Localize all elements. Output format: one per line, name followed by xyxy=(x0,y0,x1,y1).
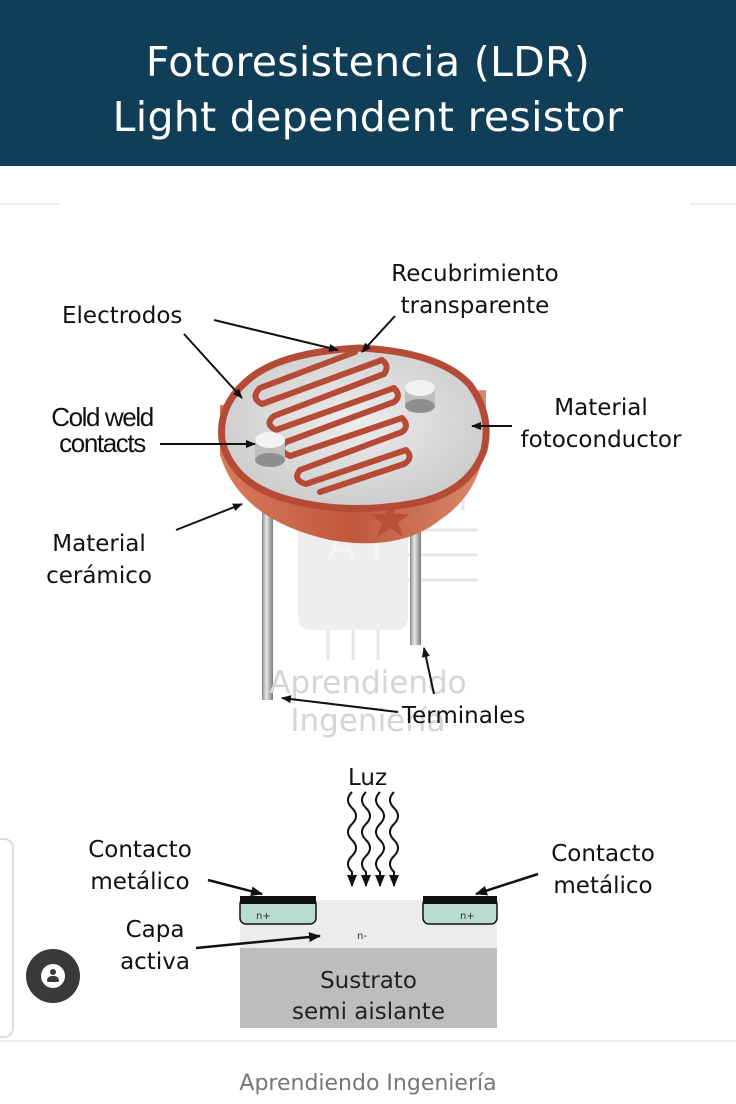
divider-lines xyxy=(0,203,736,205)
ldr-annotation-arrows xyxy=(160,315,512,713)
label-ceramic-line1: Material xyxy=(52,531,146,557)
side-panel-edge xyxy=(0,838,14,1038)
cold-weld-contact-left xyxy=(255,432,285,467)
label-contact-right-line2: metálico xyxy=(553,873,653,899)
cross-section-diagram xyxy=(195,791,539,1028)
label-contact-right-line1: Contacto xyxy=(551,841,655,867)
user-avatar-icon[interactable] xyxy=(26,949,80,1003)
terminal-leads xyxy=(262,480,421,700)
label-cold-weld-line2: contacts xyxy=(59,428,146,458)
watermark-line-1: Aprendiendo xyxy=(269,665,467,701)
arrow-terminal-a xyxy=(281,695,399,713)
label-substrate-line1: Sustrato xyxy=(320,968,417,994)
title-line-1: Fotoresistencia (LDR) xyxy=(145,38,591,86)
bottom-divider xyxy=(0,1040,736,1042)
star-mark-icon xyxy=(370,500,410,537)
label-terminals: Terminales xyxy=(402,703,526,729)
label-coating-line1: Recubrimiento xyxy=(391,261,559,287)
label-contact-left-line1: Contacto xyxy=(88,837,192,863)
label-ceramic-line2: cerámico xyxy=(46,563,152,589)
label-active-layer-line2: activa xyxy=(120,949,190,975)
label-photoconductor: Material fotoconductor xyxy=(500,392,702,456)
photocell-face xyxy=(218,344,490,512)
arrow-active-layer xyxy=(195,932,321,950)
label-cold-weld-line1: Cold weld xyxy=(51,402,154,432)
label-photoconductor-line2: fotoconductor xyxy=(520,427,682,453)
arrow-contact-right xyxy=(475,872,539,896)
label-cold-weld: Cold weld contacts xyxy=(36,404,168,456)
arrow-ceramic xyxy=(175,503,243,531)
label-substrate-line2: semi aislante xyxy=(292,999,445,1025)
label-electrodes: Electrodos xyxy=(62,303,183,329)
arrow-electrodes-b xyxy=(183,333,243,399)
label-contact-left-line2: metálico xyxy=(90,869,190,895)
cold-weld-contact-right xyxy=(405,380,435,413)
n-plus-left-label: n+ xyxy=(256,911,271,922)
light-rays xyxy=(347,791,399,887)
footer-credit: Aprendiendo Ingeniería xyxy=(239,1071,497,1096)
label-contact-right: Contacto metálico xyxy=(533,838,673,902)
label-photoconductor-line1: Material xyxy=(554,395,648,421)
title-banner: Fotoresistencia (LDR) Light dependent re… xyxy=(0,0,736,166)
label-coating-line2: transparente xyxy=(400,293,550,319)
arrow-contact-left xyxy=(207,878,263,897)
substrate xyxy=(240,948,497,1028)
ldr-illustration xyxy=(218,344,490,700)
arrow-coating xyxy=(361,315,396,353)
label-light: Luz xyxy=(348,765,388,791)
metal-contact-left xyxy=(239,896,317,925)
label-active-layer: Capa activa xyxy=(100,914,210,978)
label-substrate: Sustrato semi aislante xyxy=(240,966,497,1028)
title-line-2: Light dependent resistor xyxy=(112,93,624,141)
label-active-layer-line1: Capa xyxy=(125,917,185,943)
n-minus-label: n- xyxy=(357,931,367,942)
label-ceramic: Material cerámico xyxy=(30,528,168,592)
metal-contact-right xyxy=(422,896,498,925)
n-plus-right-label: n+ xyxy=(460,911,475,922)
arrow-electrodes-a xyxy=(213,319,339,352)
arrow-terminal-b xyxy=(422,647,435,695)
label-contact-left: Contacto metálico xyxy=(70,834,210,898)
label-coating: Recubrimiento transparente xyxy=(350,258,600,322)
